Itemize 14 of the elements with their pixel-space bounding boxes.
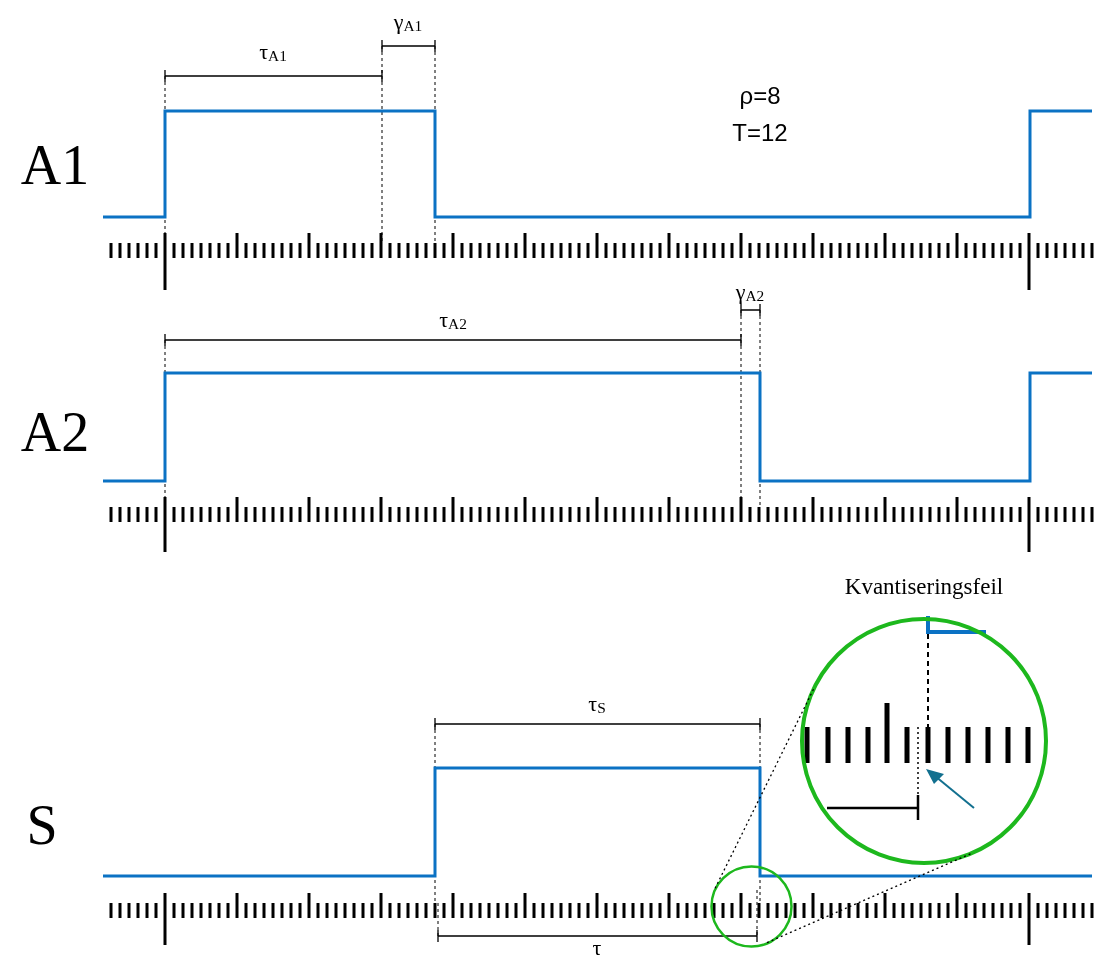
signal-name: A2 (20, 404, 90, 460)
zoom-line (766, 852, 974, 944)
dimension-label: τ$_{A1}$ (259, 40, 287, 64)
signal-name: S (26, 797, 58, 853)
dimension-label: τ$_{S}$ (588, 692, 606, 716)
signal-name: A1 (20, 137, 90, 193)
dimension-label: τ (592, 937, 602, 959)
callout-heading: Kvantiseringsfeil (843, 573, 1005, 601)
dimension-label: γ$_{A1}$ (393, 10, 423, 34)
parameter-text: ρ=8 (739, 84, 781, 108)
zoom-line (714, 686, 816, 889)
dimension-label: τ$_{A2}$ (439, 308, 467, 332)
dimension-label: γ$_{A2}$ (735, 280, 765, 304)
parameter-text: T=12 (732, 121, 788, 145)
